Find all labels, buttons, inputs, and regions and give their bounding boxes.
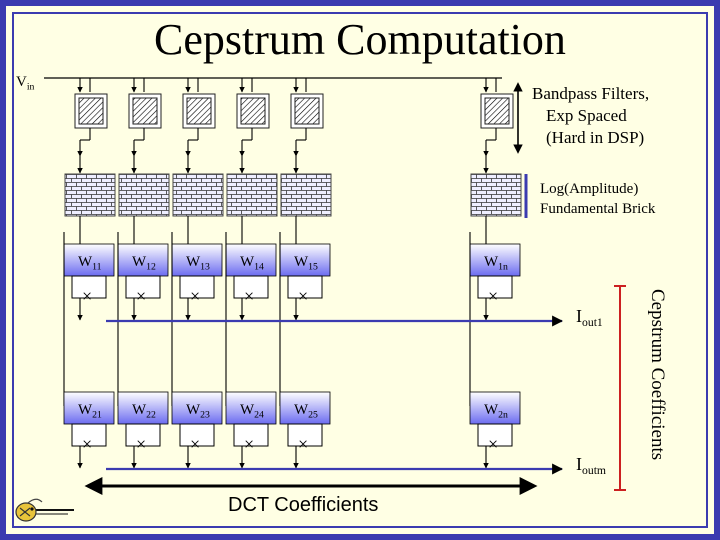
cepstrum-coefficients-label: Cepstrum Coefficients — [647, 289, 668, 461]
weight-label-sub: 12 — [146, 261, 156, 273]
multiplier-box-row2-5 — [287, 423, 323, 447]
multiplier-box-row1-6 — [477, 275, 513, 299]
weight-label: W24 — [240, 402, 264, 420]
weight-label: W15 — [294, 254, 318, 272]
weight-label: W14 — [240, 254, 264, 272]
multiplier-box-row1-4 — [233, 275, 269, 299]
weight-cell-row1-3 — [171, 243, 223, 277]
bandpass-label: Bandpass Filters, Exp Spaced (Hard in DS… — [532, 83, 649, 149]
multiplier-box-row2-6 — [477, 423, 513, 447]
multiply-symbol: × — [136, 286, 147, 306]
slide-title: Cepstrum Computation — [154, 15, 566, 64]
bandpass-filter-core-3 — [186, 97, 212, 125]
weight-cell-row2-2 — [117, 391, 169, 425]
weight-label-sub: 23 — [200, 409, 210, 421]
bandpass-label-line-1: Bandpass Filters, — [532, 84, 650, 103]
weight-label: W2n — [484, 402, 508, 420]
weight-label-main: W — [186, 402, 201, 418]
log-label: Log(Amplitude) Fundamental Brick — [540, 179, 655, 219]
vin-label: Vin — [16, 74, 35, 93]
bandpass-filter-core-4 — [240, 97, 266, 125]
log-label-line-1: Log(Amplitude) — [540, 181, 639, 197]
weight-label-main: W — [132, 402, 147, 418]
weight-label-main: W — [484, 402, 499, 418]
weight-label-main: W — [186, 254, 201, 270]
bandpass-filter-core-1 — [78, 97, 104, 125]
multiplier-box-row2-2 — [125, 423, 161, 447]
log-brick-4 — [226, 173, 278, 217]
log-brick-1 — [64, 173, 116, 217]
multiply-symbol: × — [82, 434, 93, 454]
bandpass-label-line-3: (Hard in DSP) — [546, 128, 645, 147]
weight-cell-row2-3 — [171, 391, 223, 425]
weight-label: W1n — [484, 254, 508, 272]
weight-label-sub: 2n — [498, 409, 508, 421]
multiply-symbol: × — [190, 434, 201, 454]
weight-cell-row1-4 — [225, 243, 277, 277]
multiplier-box-row1-2 — [125, 275, 161, 299]
weight-label-sub: 1n — [498, 261, 508, 273]
weight-label: W12 — [132, 254, 156, 272]
bandpass-label-line-2: Exp Spaced — [546, 106, 627, 125]
weight-label-sub: 22 — [146, 409, 156, 421]
weight-label-main: W — [294, 254, 309, 270]
multiply-symbol: × — [244, 434, 255, 454]
weight-cell-row2-6 — [469, 391, 521, 425]
log-brick-5 — [280, 173, 332, 217]
log-label-line-2: Fundamental Brick — [540, 201, 656, 217]
weight-label: W22 — [132, 402, 156, 420]
weight-label: W11 — [78, 254, 102, 272]
multiply-symbol: × — [244, 286, 255, 306]
multiply-symbol: × — [488, 286, 499, 306]
weight-label-main: W — [132, 254, 147, 270]
weight-cell-row2-1 — [63, 391, 115, 425]
multiplier-box-row1-3 — [179, 275, 215, 299]
weight-label-sub: 14 — [254, 261, 264, 273]
bandpass-filter-core-6 — [484, 97, 510, 125]
weight-label-sub: 25 — [308, 409, 318, 421]
bandpass-filter-core-2 — [132, 97, 158, 125]
log-brick-2 — [118, 173, 170, 217]
multiplier-box-row1-1 — [71, 275, 107, 299]
multiply-symbol: × — [190, 286, 201, 306]
weight-label-sub: 21 — [92, 409, 102, 421]
weight-label: W23 — [186, 402, 210, 420]
log-brick-6 — [470, 173, 522, 217]
weight-label-main: W — [78, 254, 93, 270]
log-brick-3 — [172, 173, 224, 217]
weight-label-main: W — [240, 402, 255, 418]
multiplier-box-row2-4 — [233, 423, 269, 447]
weight-label-sub: 11 — [92, 261, 102, 273]
iout1-label: Iout1 — [576, 306, 603, 330]
multiply-symbol: × — [298, 286, 309, 306]
weight-label-main: W — [484, 254, 499, 270]
multiply-symbol: × — [488, 434, 499, 454]
weight-cell-row2-4 — [225, 391, 277, 425]
weight-cell-row1-6 — [469, 243, 521, 277]
bandpass-filter-core-5 — [294, 97, 320, 125]
weight-label-sub: 24 — [254, 409, 264, 421]
multiply-symbol: × — [82, 286, 93, 306]
logo-icon — [15, 498, 74, 522]
multiply-symbol: × — [136, 434, 147, 454]
weight-label-sub: 13 — [200, 261, 210, 273]
weight-label-main: W — [78, 402, 93, 418]
multiplier-box-row2-3 — [179, 423, 215, 447]
multiplier-box-row2-1 — [71, 423, 107, 447]
weight-label: W13 — [186, 254, 210, 272]
weight-cell-row2-5 — [279, 391, 331, 425]
multiplier-box-row1-5 — [287, 275, 323, 299]
dct-coefficients-label: DCT Coefficients — [228, 494, 379, 516]
weight-label-sub: 15 — [308, 261, 318, 273]
side-arrows — [513, 82, 626, 491]
weight-label-main: W — [240, 254, 255, 270]
diagram — [44, 77, 626, 495]
weight-label-main: W — [294, 402, 309, 418]
weight-label: W21 — [78, 402, 102, 420]
ioutm-label: Ioutm — [576, 454, 607, 478]
multiply-symbol: × — [298, 434, 309, 454]
weight-label: W25 — [294, 402, 318, 420]
